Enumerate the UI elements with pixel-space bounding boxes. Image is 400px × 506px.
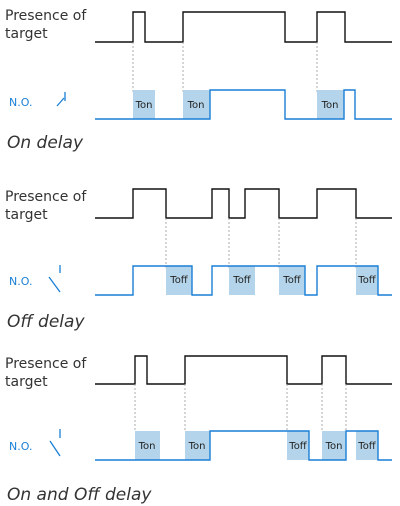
delay-box — [229, 266, 255, 295]
target-label-line2: target — [5, 207, 48, 223]
delay-label: Ton — [187, 100, 205, 111]
target-signal — [95, 11, 392, 43]
delay-box — [317, 90, 344, 119]
delay-label: Toff — [357, 441, 377, 452]
caption: Off delay — [7, 312, 85, 332]
delay-box — [287, 431, 309, 460]
delay-box — [356, 431, 378, 460]
delay-label: Ton — [321, 100, 339, 111]
output-signal — [95, 430, 392, 461]
output-label: N.O. — [9, 440, 32, 453]
delay-box — [356, 266, 378, 295]
delay-label: Ton — [325, 441, 343, 452]
target-signal — [95, 188, 392, 219]
delay-label: Ton — [138, 441, 156, 452]
delay-box — [133, 90, 155, 119]
delay-label: Ton — [135, 100, 153, 111]
output-signal — [95, 265, 392, 296]
delay-box — [279, 266, 305, 295]
switch-icon — [48, 265, 61, 293]
delay-box — [185, 431, 210, 460]
delay-label: Toff — [282, 275, 302, 286]
switch-icon — [56, 92, 66, 107]
caption: On and Off delay — [7, 485, 152, 505]
caption: On delay — [7, 133, 84, 153]
delay-label: Toff — [288, 441, 308, 452]
target-label-line1: Presence of — [5, 356, 87, 372]
panel-on-off-delay: Presence of target Ton Ton Toff Ton Toff… — [5, 355, 392, 505]
target-label-line1: Presence of — [5, 189, 87, 205]
output-signal — [95, 89, 392, 120]
panel-off-delay: Presence of target Toff Toff Toff Toff N… — [5, 188, 392, 332]
panel-on-delay: Presence of target Ton Ton Ton N.O. On d… — [5, 8, 392, 153]
target-label-line2: target — [5, 374, 48, 390]
delay-box — [135, 431, 160, 460]
delay-box — [183, 90, 210, 119]
output-label: N.O. — [9, 96, 32, 109]
target-label-line2: target — [5, 26, 48, 42]
delay-box — [322, 431, 346, 460]
delay-label: Ton — [188, 441, 206, 452]
delay-label: Toff — [169, 275, 189, 286]
target-signal — [95, 355, 392, 385]
delay-label: Toff — [357, 275, 377, 286]
switch-icon — [49, 429, 61, 457]
delay-label: Toff — [232, 275, 252, 286]
delay-box — [166, 266, 192, 295]
output-label: N.O. — [9, 275, 32, 288]
target-label-line1: Presence of — [5, 8, 87, 24]
